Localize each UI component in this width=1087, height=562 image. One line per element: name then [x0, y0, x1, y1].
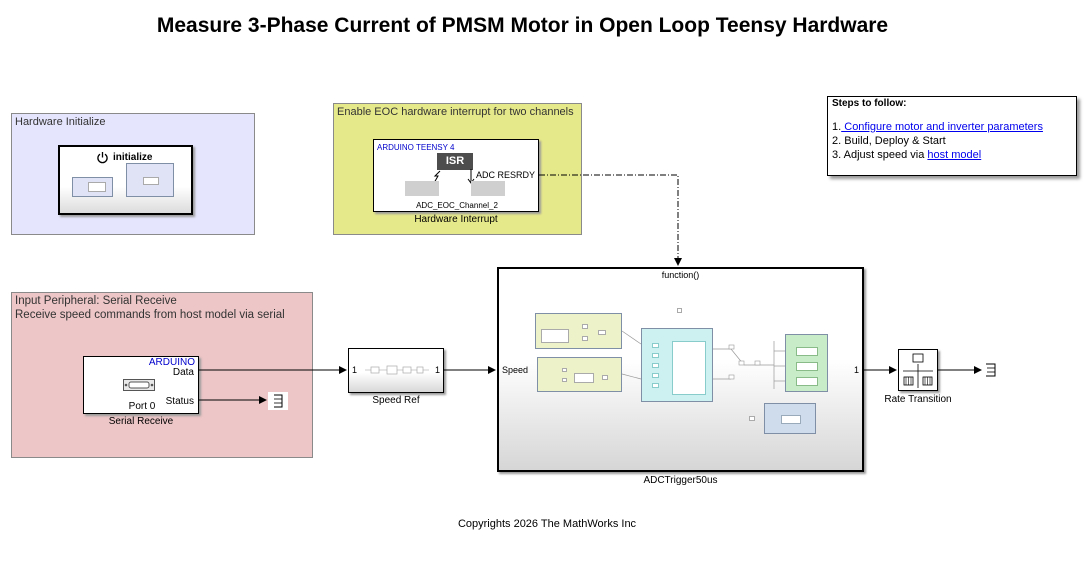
serial-data-port: Data — [172, 367, 194, 378]
adc-trigger-out-port: 1 — [853, 365, 859, 375]
teensy-brand-label: ARDUINO TEENSY 4 — [377, 143, 455, 152]
speed-ref-contents — [365, 365, 429, 375]
serial-area-label-1: Input Peripheral: Serial Receive — [15, 295, 177, 307]
inner-subsystem-1 — [535, 313, 622, 349]
terminator-icon — [986, 363, 996, 377]
initialize-subsystem-left — [72, 177, 113, 197]
arduino-brand-label: ARDUINO — [148, 357, 195, 368]
speed-ref-in-port: 1 — [352, 365, 358, 375]
step-3: 3. Adjust speed via host model — [832, 149, 981, 161]
hardware-initialize-area-label: Hardware Initialize — [15, 116, 106, 128]
initialize-block[interactable]: initialize — [58, 145, 193, 215]
speed-ref-label: Speed Ref — [372, 395, 420, 406]
inner-subsystem-blue — [764, 403, 816, 434]
interrupt-gray-box-left — [405, 181, 439, 196]
steps-panel: Steps to follow: 1. Configure motor and … — [827, 96, 1077, 176]
step-3-prefix: 3. Adjust speed via — [832, 149, 928, 161]
step-2: 2. Build, Deploy & Start — [832, 135, 946, 147]
copyright-text: Copyrights 2026 The MathWorks Inc — [457, 518, 637, 530]
interrupt-lightning-icon — [433, 170, 441, 184]
inner-subsystem-green — [785, 334, 828, 392]
serial-port-text: Port 0 — [128, 401, 156, 412]
status-terminator — [268, 392, 288, 410]
host-model-link[interactable]: host model — [927, 149, 982, 161]
initialize-subsystem-right — [126, 163, 174, 197]
isr-badge: ISR — [437, 153, 473, 170]
inner-subsystem-2 — [537, 357, 622, 392]
adc-eoc-channel-label: ADC_EOC_Channel_2 — [416, 201, 498, 210]
power-icon — [97, 152, 108, 164]
interrupt-trigger-line — [539, 174, 682, 266]
step-1-prefix: 1. — [832, 121, 842, 133]
rate-transition-label: Rate Transition — [884, 394, 952, 405]
serial-receive-label: Serial Receive — [108, 416, 174, 427]
interrupt-gray-box-right — [471, 181, 505, 196]
output-terminator — [983, 362, 999, 378]
rate-transition-icon — [903, 353, 933, 388]
terminator-icon — [274, 394, 283, 408]
serial-area-label-2: Receive speed commands from host model v… — [15, 309, 285, 321]
inner-subsystem-cyan — [641, 328, 713, 402]
serial-receive-block[interactable]: ARDUINO Data Status Port 0 — [83, 356, 199, 414]
hardware-interrupt-label: Hardware Interrupt — [414, 214, 498, 225]
speed-ref-out-port: 1 — [434, 365, 440, 375]
serial-status-port: Status — [165, 396, 194, 407]
interrupt-area-label: Enable EOC hardware interrupt for two ch… — [337, 106, 574, 118]
adc-resrdy-port: ADC RESRDY — [476, 170, 536, 180]
initialize-label: initialize — [113, 152, 153, 163]
configure-parameters-link[interactable]: Configure motor and inverter parameters — [841, 121, 1043, 133]
function-trigger-port: function() — [661, 270, 700, 280]
step-1: 1. Configure motor and inverter paramete… — [832, 121, 1043, 133]
mini-dot — [677, 308, 682, 313]
rate-transition-block[interactable] — [898, 349, 938, 391]
page-title: Measure 3-Phase Current of PMSM Motor in… — [156, 14, 889, 37]
adc-trigger-subsystem[interactable]: function() Speed 1 — [497, 267, 864, 472]
inner-small-input — [749, 416, 755, 421]
hardware-interrupt-block[interactable]: ARDUINO TEENSY 4 ISR ADC RESRDY ADC_EOC_… — [373, 139, 539, 212]
adc-trigger-label: ADCTrigger50us — [643, 475, 718, 486]
speed-in-port: Speed — [502, 365, 529, 375]
speed-ref-block[interactable]: 1 1 — [348, 348, 444, 393]
inner-signal-lines — [621, 330, 785, 389]
serial-connector-icon — [123, 379, 155, 391]
steps-heading: Steps to follow: — [832, 98, 907, 109]
